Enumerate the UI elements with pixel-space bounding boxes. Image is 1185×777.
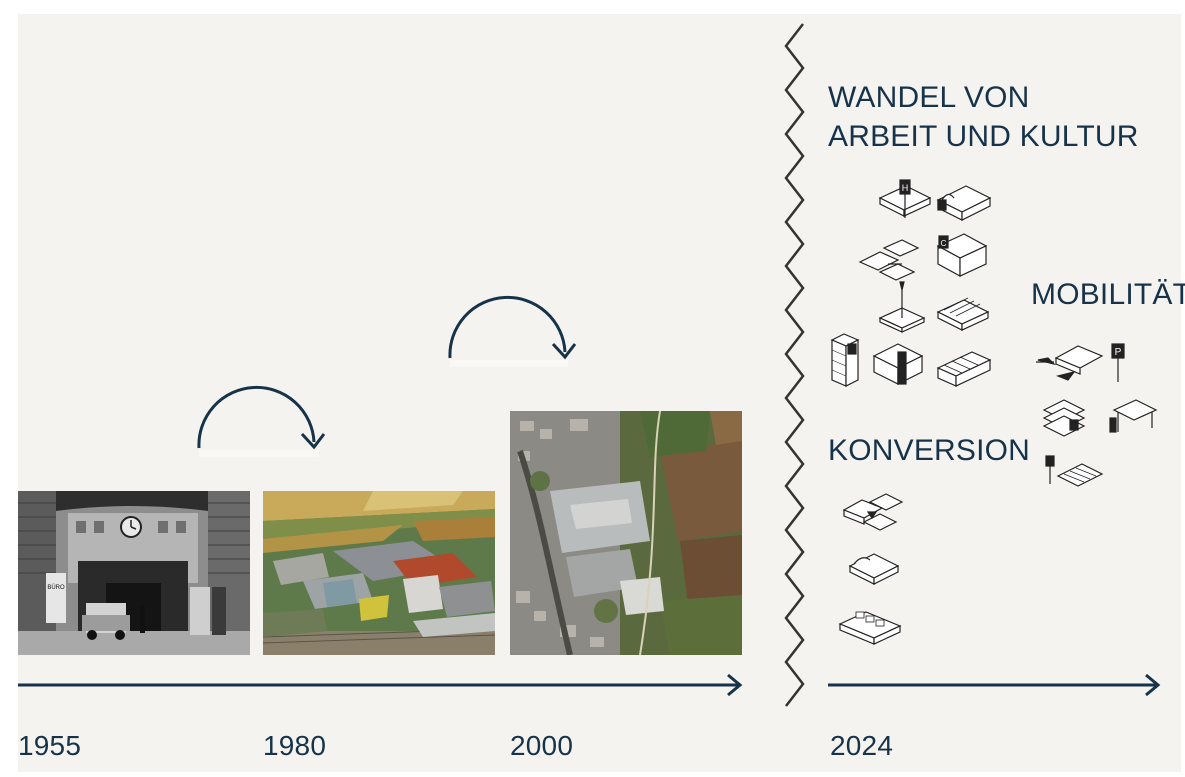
heading-mobilitaet: MOBILITÄT	[1031, 278, 1185, 311]
conversion-blocks-icon	[842, 493, 904, 531]
parking-lot-icon	[1045, 455, 1104, 487]
transition-arc-1955-1980	[197, 385, 326, 457]
row-houses-icon	[936, 351, 992, 387]
hotel-building-icon: H	[878, 179, 932, 218]
svg-text:C: C	[941, 239, 947, 248]
office-tower-icon	[830, 333, 860, 387]
heading-konversion: KONVERSION	[828, 434, 1031, 467]
buero-sign-text: BÜRO	[47, 584, 65, 591]
photo-2000-satellite	[510, 411, 742, 655]
mobility-icons: P	[1036, 343, 1158, 487]
airport-terminal-icon	[1036, 345, 1104, 381]
photo-1980-aerial	[263, 491, 495, 655]
culture-block-icon	[872, 343, 924, 385]
factory-gate-image: BÜRO	[18, 491, 250, 655]
isometric-icons: H C	[830, 179, 992, 387]
timeline-axis-left	[18, 673, 743, 697]
svg-text:P: P	[1115, 347, 1122, 358]
parking-garage-icon	[1042, 399, 1086, 437]
warehouse-conversion-icon	[848, 553, 900, 585]
timeline-diagram: BÜRO	[18, 14, 1185, 772]
heading-wandel-line1: WANDEL VON	[828, 81, 1030, 114]
parking-sign-icon: P	[1111, 343, 1125, 382]
timeline-graphics	[18, 23, 1161, 707]
transition-arc-1980-2000	[448, 295, 577, 367]
year-label-2024: 2024	[830, 730, 894, 761]
svg-text:H: H	[902, 183, 909, 193]
aerial-factory-image	[263, 491, 495, 655]
tower-plaza-icon	[878, 281, 926, 333]
museum-hall-icon	[936, 185, 992, 221]
year-label-1980: 1980	[263, 730, 327, 761]
zigzag-divider	[784, 23, 805, 707]
cinema-cube-icon: C	[936, 233, 988, 278]
photo-1955-factory-gate: BÜRO	[18, 491, 250, 655]
year-label-1955: 1955	[18, 730, 82, 761]
heading-wandel-line2: ARBEIT UND KULTUR	[828, 120, 1139, 153]
striped-hall-icon	[936, 297, 990, 331]
ship-conversion-icon	[838, 611, 902, 645]
bus-stop-icon	[1109, 399, 1158, 433]
year-label-2000: 2000	[510, 730, 574, 761]
timeline-axis-right	[828, 673, 1161, 697]
pavilion-cluster-icon	[858, 239, 920, 281]
conversion-icons	[838, 493, 904, 645]
satellite-site-image	[510, 411, 742, 655]
